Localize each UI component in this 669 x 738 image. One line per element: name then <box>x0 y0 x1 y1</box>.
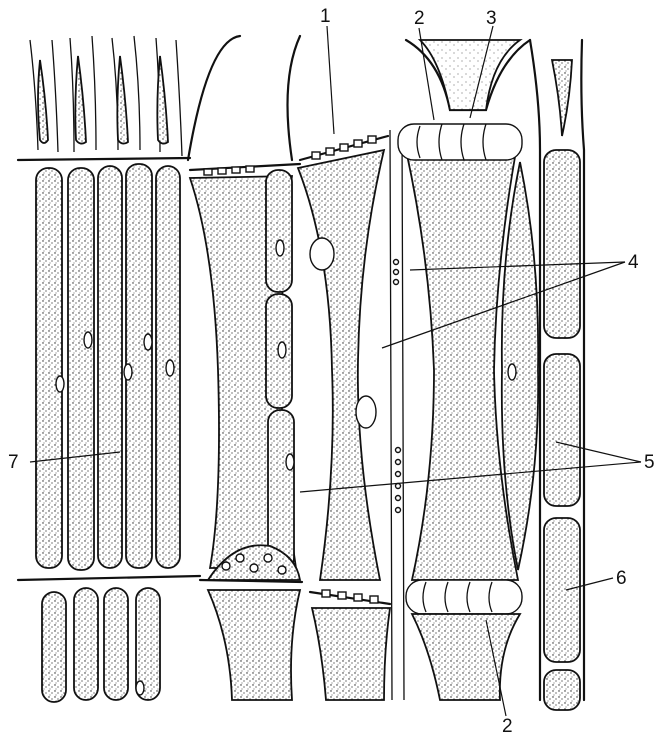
parenchyma-cell <box>98 166 122 568</box>
parenchyma-cell <box>36 168 62 568</box>
label-6: 6 <box>616 568 627 589</box>
companion-cell-column <box>266 170 294 570</box>
parenchyma-cell <box>68 168 94 570</box>
sieve-tube-center <box>298 136 388 580</box>
label-2-bottom: 2 <box>502 716 513 737</box>
label-4: 4 <box>628 252 639 273</box>
central-wall-with-pits <box>390 130 404 700</box>
label-5: 5 <box>644 452 655 473</box>
label-2-top: 2 <box>414 8 425 29</box>
strand-cell <box>544 518 580 662</box>
label-7: 7 <box>8 452 19 473</box>
left-parenchyma-group <box>18 36 200 702</box>
right-tracheid <box>502 162 538 570</box>
strand-cell <box>544 150 580 338</box>
label-3-top: 3 <box>486 8 497 29</box>
label-1-top: 1 <box>320 6 331 27</box>
strand-cell <box>544 354 580 506</box>
